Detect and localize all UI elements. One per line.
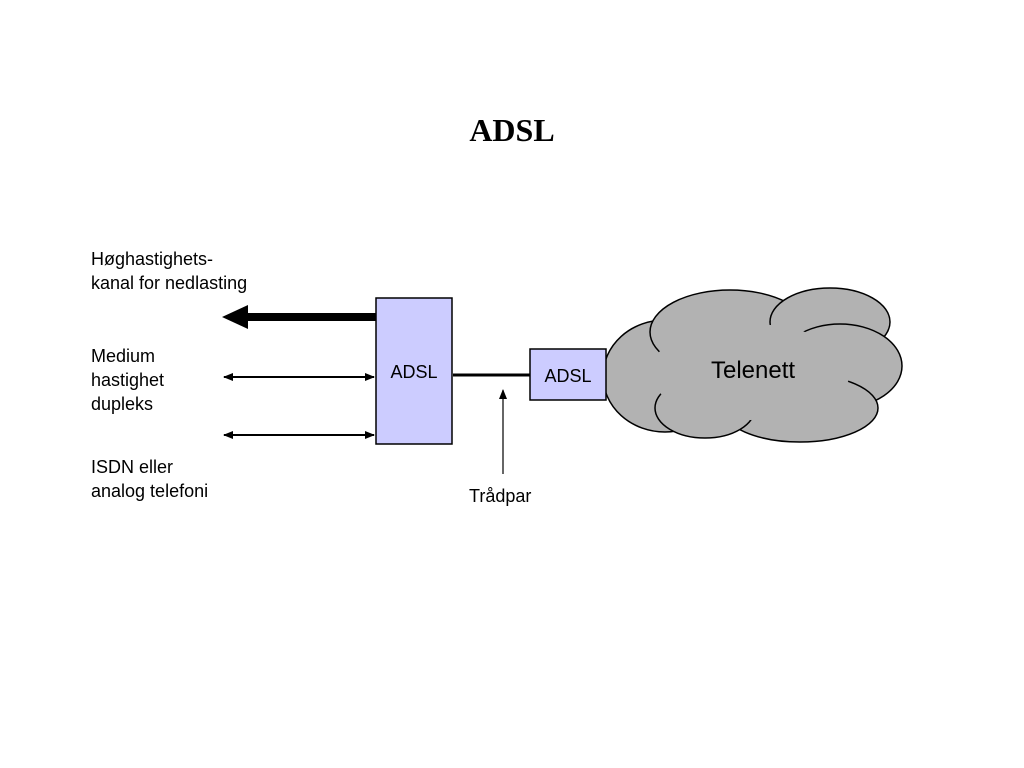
- label-high-speed-line-1: Høghastighets-: [91, 249, 214, 269]
- network-adsl-label: ADSL: [544, 366, 591, 386]
- label-high-speed-line-2: kanal for nedlasting: [91, 273, 248, 293]
- cloud-telenett: Telenett: [602, 287, 903, 443]
- label-isdn-analog-phone: ISDN eller analog telefoni: [91, 455, 208, 503]
- label-high-speed-channel: Høghastighets- kanal for nedlasting: [91, 247, 247, 295]
- customer-adsl-modem: ADSL: [375, 297, 453, 445]
- label-medium-line-1: Medium: [91, 346, 156, 366]
- label-medium-speed-duplex: Medium hastighet dupleks: [91, 344, 164, 416]
- label-isdn-line-2: analog telefoni: [91, 481, 209, 501]
- cloud-shape: [602, 287, 903, 443]
- cloud-label: Telenett: [711, 357, 795, 384]
- label-wire-pair: Trådpar: [469, 486, 532, 506]
- network-adsl-modem: ADSL: [529, 348, 607, 401]
- label-isdn-line-1: ISDN eller: [91, 457, 174, 477]
- slide-title: ADSL: [469, 112, 555, 148]
- label-medium-line-2: hastighet: [91, 370, 165, 390]
- label-medium-line-3: dupleks: [91, 394, 154, 414]
- high-speed-arrow: [222, 305, 376, 329]
- customer-adsl-label: ADSL: [390, 362, 437, 382]
